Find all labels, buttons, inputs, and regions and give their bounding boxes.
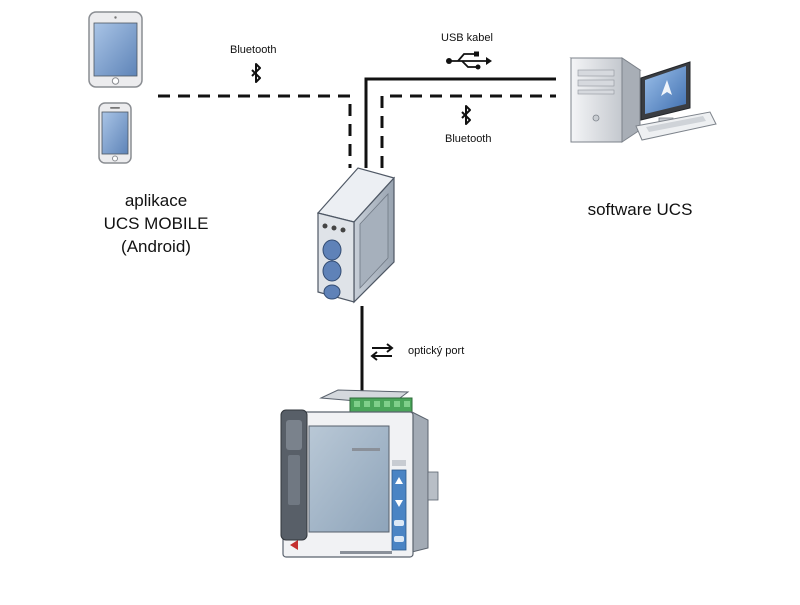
bluetooth-icon xyxy=(461,105,471,125)
mobile-app-label-line2: UCS MOBILE xyxy=(103,214,209,233)
tablet-icon xyxy=(88,11,143,88)
connection-lines xyxy=(158,77,556,396)
communication-interface-device xyxy=(316,167,396,304)
bidirectional-arrows-icon xyxy=(370,343,394,361)
usb-cable-label: USB kabel xyxy=(441,32,493,44)
mobile-app-label-line3: (Android) xyxy=(121,237,191,256)
optical-port-label: optický port xyxy=(408,345,465,357)
bluetooth-link-pc xyxy=(380,94,556,168)
bluetooth-icon xyxy=(251,63,261,83)
mobile-app-label: aplikace UCS MOBILE (Android) xyxy=(84,189,228,258)
desktop-computer-icon xyxy=(569,57,717,143)
software-label: software UCS xyxy=(587,200,693,219)
usb-cable-link xyxy=(364,77,556,168)
usb-icon xyxy=(446,51,492,70)
bluetooth-link-mobile xyxy=(158,94,352,168)
smartphone-icon xyxy=(98,102,132,164)
bluetooth-label-mobile: Bluetooth xyxy=(230,44,277,56)
bluetooth-label-pc: Bluetooth xyxy=(445,133,492,145)
power-analyzer-device xyxy=(280,389,439,558)
mobile-app-label-line1: aplikace xyxy=(124,191,188,210)
